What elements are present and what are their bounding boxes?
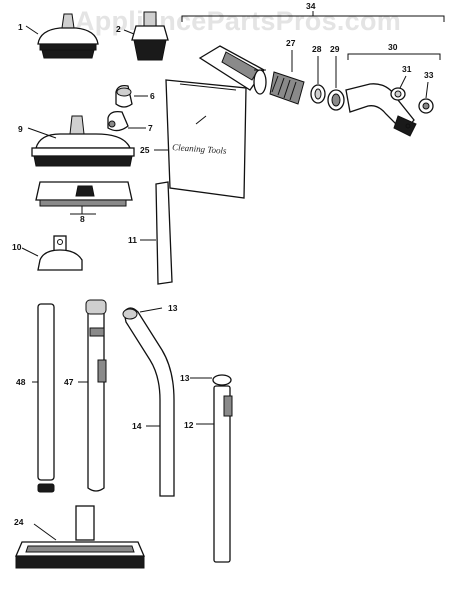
hose-section-part-27 xyxy=(269,50,305,105)
label-part-1: 1 xyxy=(18,22,23,32)
label-part-24: 24 xyxy=(14,517,24,527)
label-part-48: 48 xyxy=(16,377,26,387)
label-part-28: 28 xyxy=(312,44,322,54)
label-part-14: 14 xyxy=(132,421,142,431)
label-part-34: 34 xyxy=(306,1,316,11)
label-part-9: 9 xyxy=(18,124,23,134)
group-bracket-34 xyxy=(181,11,445,22)
watermark: AppliancePartsPros.com xyxy=(74,6,402,36)
coupling-ring-part-29 xyxy=(327,56,345,111)
hose-handle-part-30 xyxy=(345,83,417,137)
swivel-elbow-part-7 xyxy=(107,110,146,132)
label-part-30: 30 xyxy=(388,42,398,52)
crevice-tool-part-11 xyxy=(140,181,173,285)
coupling-ring-part-28 xyxy=(310,56,326,104)
tool-bag-part-25 xyxy=(154,79,247,199)
label-part-25: 25 xyxy=(140,145,150,155)
dusting-brush-part-1 xyxy=(25,13,99,59)
bag-printed-text: Cleaning Tools xyxy=(172,142,227,156)
label-part-11: 11 xyxy=(128,235,137,245)
label-part-29: 29 xyxy=(330,44,340,54)
curved-wand-part-14 xyxy=(122,307,175,497)
label-part-31: 31 xyxy=(402,64,412,74)
label-part-13-top: 13 xyxy=(168,303,178,313)
nozzle-part-10 xyxy=(21,235,83,271)
rug-nozzle-part-24 xyxy=(15,505,145,569)
label-part-12: 12 xyxy=(184,420,194,430)
label-part-13-bottom: 13 xyxy=(180,373,190,383)
label-part-10: 10 xyxy=(12,242,22,252)
floor-brush-part-9 xyxy=(27,115,135,167)
label-part-2: 2 xyxy=(116,24,121,34)
label-part-7: 7 xyxy=(148,123,153,133)
extension-wand-part-12 xyxy=(196,374,233,563)
swivel-adapter-part-6 xyxy=(115,84,148,108)
ring-part-33 xyxy=(418,81,434,114)
group-bracket-30 xyxy=(347,53,441,60)
label-part-47: 47 xyxy=(64,377,74,387)
label-part-27: 27 xyxy=(286,38,296,48)
ring-part-31 xyxy=(390,75,407,101)
straight-wand-part-48 xyxy=(32,303,55,493)
brush-plate-part-8 xyxy=(35,181,133,215)
label-part-8: 8 xyxy=(80,214,85,224)
dusting-brush-part-2 xyxy=(123,11,169,61)
hose-cuff-part-27 xyxy=(198,45,267,95)
wand-part-47 xyxy=(78,299,107,492)
label-part-6: 6 xyxy=(150,91,155,101)
label-part-33: 33 xyxy=(424,70,434,80)
